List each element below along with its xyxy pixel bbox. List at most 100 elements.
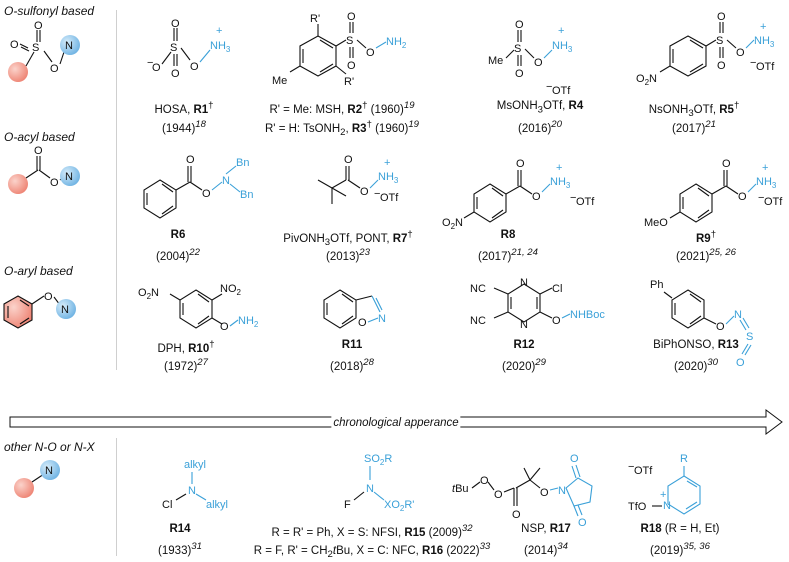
svg-text:O: O: [717, 11, 726, 23]
structure-R2-R3: R' R' Me S O O O NH2: [272, 11, 407, 88]
divider-line-bottom: [116, 438, 117, 556]
year-R17: (2014)34: [524, 541, 568, 557]
icon-acyl: O O N: [8, 145, 80, 194]
svg-text:O: O: [552, 315, 561, 327]
year-R13: (2020)30: [674, 357, 718, 373]
label-R10: DPH, R10†: [157, 339, 215, 355]
svg-text:NH3: NH3: [552, 40, 573, 54]
structure-R12: N N NC NC Cl O NHBoc: [470, 277, 605, 331]
structure-R1: O − S O O O NH3 +: [147, 18, 231, 80]
label-R8: R8: [500, 229, 516, 241]
svg-text:S: S: [746, 331, 753, 343]
svg-text:−: −: [628, 461, 634, 473]
svg-text:−: −: [570, 192, 576, 204]
label-R2: R' = Me: MSH, R2† (1960)19: [269, 100, 415, 116]
structure-R15-R16: SO2R N XO2R' F: [344, 453, 414, 513]
label-R9: R9†: [695, 229, 717, 245]
svg-text:OTf: OTf: [764, 196, 783, 208]
year-R4: (2016)20: [518, 119, 562, 135]
svg-text:+: +: [556, 162, 562, 174]
svg-text:N: N: [61, 304, 69, 316]
svg-text:O: O: [171, 18, 180, 30]
svg-text:N: N: [45, 465, 53, 477]
svg-text:+: +: [384, 157, 390, 169]
structure-R13: Ph O N S O: [650, 279, 753, 369]
label-R12: R12: [513, 339, 535, 351]
svg-text:−: −: [374, 188, 380, 200]
svg-text:alkyl: alkyl: [184, 459, 206, 471]
label-R13: BiPhONSO, R13: [653, 339, 739, 351]
svg-text:OTf: OTf: [634, 465, 653, 477]
label-R3: R' = H: TsONH2, R3† (1960)19: [265, 119, 419, 139]
svg-text:XO2R': XO2R': [384, 499, 414, 513]
arrow-label: chronological apperance: [331, 416, 461, 430]
svg-text:OTf: OTf: [552, 85, 571, 97]
year-R12: (2020)29: [502, 357, 546, 373]
svg-text:O: O: [34, 145, 43, 157]
svg-text:O: O: [532, 191, 541, 203]
svg-text:F: F: [344, 499, 351, 511]
svg-text:O: O: [186, 154, 195, 166]
divider-line-top: [116, 10, 117, 370]
svg-text:OTf: OTf: [756, 61, 775, 73]
svg-text:N: N: [734, 309, 742, 321]
icon-sulfonyl: S O O O N: [8, 20, 80, 82]
svg-text:O: O: [736, 357, 745, 369]
svg-text:O: O: [152, 62, 161, 74]
label-R15: R = R' = Ph, X = S: NFSI, R15 (2009)32: [271, 523, 473, 539]
svg-text:O: O: [344, 154, 353, 166]
svg-text:Bn: Bn: [236, 157, 249, 169]
structure-R7: O O NH3 + − OTf: [317, 154, 399, 204]
year-R8: (2017)21, 24: [478, 247, 538, 263]
svg-text:N: N: [378, 313, 386, 325]
svg-text:O: O: [171, 68, 180, 80]
year-R6: (2004)22: [156, 247, 200, 263]
svg-text:−: −: [147, 57, 153, 69]
svg-text:−: −: [750, 57, 756, 69]
svg-text:O: O: [347, 60, 356, 72]
svg-text:O: O: [34, 20, 43, 32]
svg-text:Me: Me: [272, 75, 287, 87]
svg-text:−: −: [758, 192, 764, 204]
svg-text:+: +: [216, 25, 222, 37]
icon-aryl: O N: [3, 291, 76, 329]
label-R16: R = F, R' = CH2tBu, X = C: NFC, R16 (202…: [253, 541, 491, 561]
label-R11: R11: [341, 339, 363, 351]
svg-text:O: O: [347, 11, 356, 23]
svg-text:N: N: [65, 40, 73, 52]
category-label-aryl: O-aryl based: [4, 264, 73, 278]
svg-text:NC: NC: [470, 283, 486, 295]
svg-text:alkyl: alkyl: [206, 499, 228, 511]
svg-text:NH3: NH3: [378, 171, 399, 185]
svg-text:S: S: [346, 35, 353, 47]
svg-text:O: O: [512, 509, 521, 521]
svg-text:O2N: O2N: [636, 73, 657, 87]
svg-text:O: O: [717, 60, 726, 72]
structure-R9: MeO O O NH3 + − OTf: [644, 158, 783, 229]
svg-text:R': R': [344, 76, 354, 88]
year-R11: (2018)28: [330, 357, 374, 373]
year-R7: (2013)23: [326, 247, 370, 263]
year-R14: (1933)31: [158, 541, 202, 557]
svg-text:+: +: [762, 162, 768, 174]
year-R9: (2021)25, 26: [676, 247, 736, 263]
svg-text:Ph: Ph: [650, 279, 663, 291]
svg-text:O: O: [50, 63, 59, 75]
label-R17: NSP, R17: [521, 523, 571, 535]
svg-text:O: O: [202, 188, 211, 200]
year-R5: (2017)21: [672, 119, 716, 135]
svg-text:SO2R: SO2R: [364, 453, 392, 467]
category-label-other: other N-O or N-X: [4, 440, 95, 454]
svg-text:+: +: [660, 489, 666, 501]
icon-other: N: [14, 460, 60, 498]
svg-text:NH3: NH3: [756, 176, 777, 190]
year-R18: (2019)35, 36: [650, 541, 710, 557]
svg-text:O: O: [190, 61, 199, 73]
svg-text:NH3: NH3: [754, 35, 775, 49]
svg-text:N: N: [366, 483, 374, 495]
svg-text:Me: Me: [488, 55, 503, 67]
structure-R10: O2N NO2 O NH2: [138, 283, 259, 333]
structure-R14: alkyl N alkyl Cl: [162, 459, 228, 511]
svg-text:O: O: [360, 186, 369, 198]
